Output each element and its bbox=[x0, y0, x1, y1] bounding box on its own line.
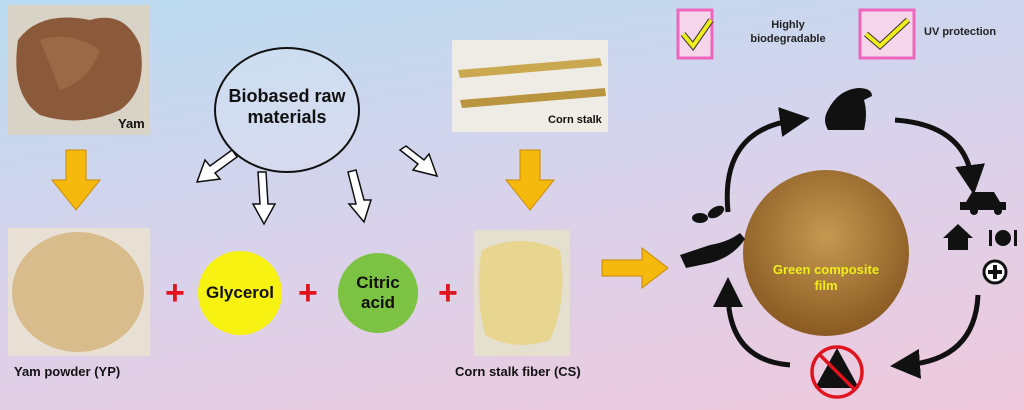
muscle-icon bbox=[825, 88, 872, 130]
plus-sign: + bbox=[298, 274, 318, 312]
no-toxic-icon bbox=[810, 345, 864, 399]
checkbox-uv bbox=[858, 8, 916, 60]
dining-icon bbox=[989, 230, 1017, 246]
down-arrow-corn bbox=[504, 149, 556, 211]
yam-powder-photo bbox=[8, 228, 150, 356]
corn-stalk-label: Corn stalk bbox=[548, 114, 602, 126]
plus-sign: + bbox=[438, 274, 458, 312]
biobased-label: Biobased raw materials bbox=[228, 86, 346, 127]
yam-photo bbox=[8, 5, 150, 135]
hand-plant-icon bbox=[680, 205, 745, 268]
medical-plus-icon bbox=[982, 259, 1008, 285]
plus-sign: + bbox=[165, 274, 185, 312]
glycerol-circle: Glycerol bbox=[198, 251, 282, 335]
property-uv: UV protection bbox=[924, 26, 997, 38]
hollow-arrows bbox=[195, 145, 439, 226]
biobased-ellipse bbox=[214, 47, 360, 173]
film-label: Green composite film bbox=[772, 262, 880, 293]
down-arrow-yam bbox=[50, 149, 102, 211]
cycle-arrows bbox=[713, 107, 985, 379]
property-biodegradable: Highly biodegradable bbox=[750, 19, 826, 45]
yam-label: Yam bbox=[118, 116, 145, 131]
home-icon bbox=[943, 224, 973, 250]
corn-stalk-photo bbox=[452, 40, 608, 132]
composite-film-photo bbox=[743, 170, 909, 336]
corn-stalk-fiber-photo bbox=[474, 230, 570, 356]
right-arrow-to-film bbox=[601, 246, 669, 290]
yam-powder-label: Yam powder (YP) bbox=[14, 364, 121, 379]
citric-acid-circle: Citric acid bbox=[338, 253, 418, 333]
car-icon bbox=[960, 192, 1006, 215]
corn-stalk-fiber-label: Corn stalk fiber (CS) bbox=[455, 364, 581, 379]
